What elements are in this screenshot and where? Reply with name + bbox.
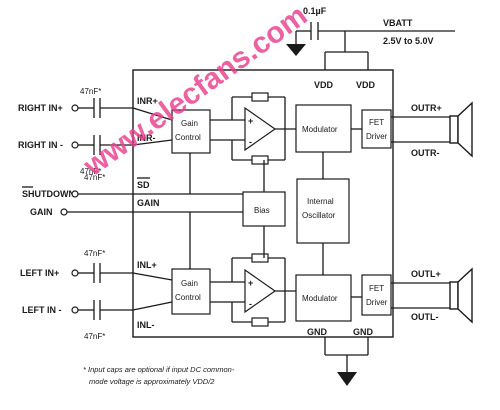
gnd-left-pin: GND — [307, 327, 328, 337]
svg-text:+: + — [248, 116, 253, 126]
ground-symbol-bottom — [337, 372, 357, 386]
right-in-plus-terminal — [71, 104, 79, 112]
fet-driver-top — [361, 109, 392, 149]
shutdown-terminal — [71, 190, 79, 198]
svg-text:FET: FET — [369, 284, 384, 293]
svg-text:FET: FET — [369, 118, 384, 127]
speaker-right-icon — [449, 101, 473, 158]
svg-text:Gain: Gain — [181, 119, 198, 128]
svg-text:Oscillator: Oscillator — [302, 211, 336, 220]
left-in-plus-label: LEFT IN+ — [20, 268, 59, 278]
amplifier-top — [244, 106, 277, 152]
feedback-resistor-bottom-1 — [251, 253, 269, 263]
vdd-left-pin: VDD — [314, 80, 334, 90]
vbatt-range: 2.5V to 5.0V — [383, 36, 434, 46]
speaker-left-icon — [449, 267, 473, 324]
right-in-minus-label: RIGHT IN - — [18, 140, 63, 150]
supply-cap-label: 0.1µF — [303, 6, 327, 16]
svg-text:Driver: Driver — [366, 132, 388, 141]
right-channel: Gain Control + - Modulator FET Driver OU… — [132, 92, 473, 165]
cap-left-plus-label: 47nF* — [84, 249, 105, 258]
pin-sd: SD — [137, 180, 150, 190]
svg-text:Control: Control — [175, 133, 201, 142]
left-in-minus-terminal — [71, 306, 79, 314]
gain-control-bottom — [171, 268, 211, 315]
feedback-resistor-top-2 — [251, 155, 269, 165]
cap-left-minus-label: 47nF* — [84, 332, 105, 341]
gnd-right-pin: GND — [353, 327, 374, 337]
pin-outr-minus: OUTR- — [411, 148, 440, 158]
svg-text:Modulator: Modulator — [302, 125, 338, 134]
gain-control-top — [171, 109, 211, 154]
svg-text:Bias: Bias — [254, 206, 270, 215]
left-in-minus-label: LEFT IN - — [22, 305, 62, 315]
cap-right-minus-label: 47nF* — [80, 167, 101, 176]
right-in-minus-terminal — [71, 141, 79, 149]
footnote-line-2: mode voltage is approximately VDD/2 — [89, 377, 215, 386]
pin-outr-plus: OUTR+ — [411, 103, 442, 113]
pin-gain: GAIN — [137, 198, 160, 208]
svg-text:Internal: Internal — [307, 197, 334, 206]
pin-inr-minus: INR- — [137, 133, 156, 143]
pin-inl-minus: INL- — [137, 320, 155, 330]
svg-text:Gain: Gain — [181, 279, 198, 288]
vbatt-label: VBATT — [383, 18, 413, 28]
fet-driver-bottom — [361, 274, 392, 316]
power-supply: 0.1µF VBATT 2.5V to 5.0V — [286, 6, 455, 70]
ground-symbol-top — [286, 44, 306, 56]
feedback-resistor-bottom-2 — [251, 317, 269, 327]
shutdown-label: SHUTDOWN — [22, 189, 75, 199]
amplifier-bottom — [244, 268, 277, 314]
svg-text:-: - — [249, 299, 252, 309]
vdd-right-pin: VDD — [356, 80, 376, 90]
pin-inl-plus: INL+ — [137, 260, 157, 270]
input-section: RIGHT IN+ 47nF* RIGHT IN - 47nF* SHUTDOW… — [18, 87, 133, 341]
ground-bottom — [324, 337, 369, 386]
pin-outl-minus: OUTL- — [411, 312, 439, 322]
footnote-line-1: * Input caps are optional if input DC co… — [83, 365, 235, 374]
pin-outl-plus: OUTL+ — [411, 269, 441, 279]
internal-oscillator-block — [296, 178, 350, 244]
svg-text:-: - — [249, 137, 252, 147]
svg-text:+: + — [248, 278, 253, 288]
feedback-resistor-top-1 — [251, 92, 269, 102]
gain-terminal — [60, 208, 68, 216]
left-in-plus-terminal — [71, 269, 79, 277]
svg-text:Modulator: Modulator — [302, 294, 338, 303]
modulator-bottom — [295, 274, 352, 322]
pin-inr-plus: INR+ — [137, 96, 158, 106]
left-channel: Gain Control + - Modulator FET Driver OU… — [132, 153, 473, 327]
bias-block — [242, 191, 286, 227]
svg-text:Driver: Driver — [366, 298, 388, 307]
right-in-plus-label: RIGHT IN+ — [18, 103, 63, 113]
cap-right-plus-label: 47nF* — [80, 87, 101, 96]
svg-text:Control: Control — [175, 293, 201, 302]
cap-shutdown-label: 47nF* — [84, 173, 105, 182]
gain-input-label: GAIN — [30, 207, 53, 217]
